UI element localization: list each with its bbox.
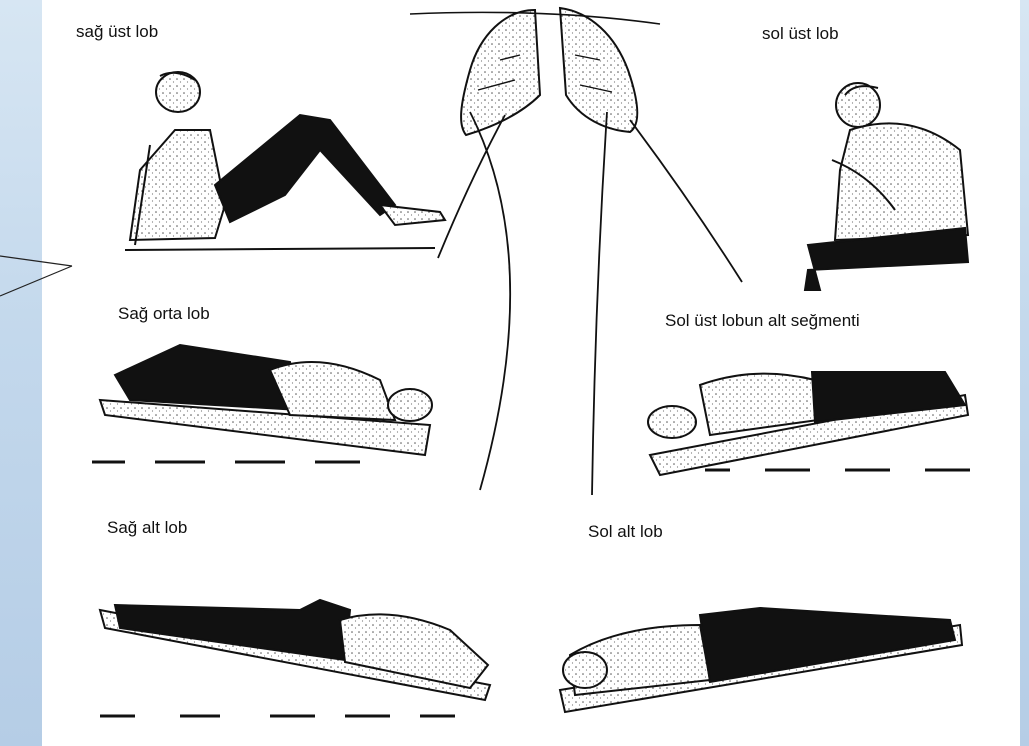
figure-left-upper-lobe — [805, 83, 968, 290]
label-right-upper-lobe: sağ üst lob — [76, 22, 158, 42]
label-right-lower-lobe: Sağ alt lob — [107, 518, 187, 538]
lungs-illustration — [410, 8, 660, 135]
callout-pointer — [0, 256, 72, 296]
figure-left-lower-lobe — [560, 608, 962, 712]
label-right-middle-lobe: Sağ orta lob — [118, 304, 210, 324]
figure-right-middle-lobe — [92, 345, 432, 462]
pointer-lines — [438, 112, 742, 495]
figure-left-upper-lobe-lower-segment — [648, 372, 970, 475]
figure-right-lower-lobe — [100, 600, 490, 716]
label-left-lower-lobe: Sol alt lob — [588, 522, 663, 542]
label-left-upper-lobe-lower-segment: Sol üst lobun alt seğmenti — [665, 311, 860, 331]
label-left-upper-lobe: sol üst lob — [762, 24, 839, 44]
figure-right-upper-lobe — [125, 72, 445, 250]
